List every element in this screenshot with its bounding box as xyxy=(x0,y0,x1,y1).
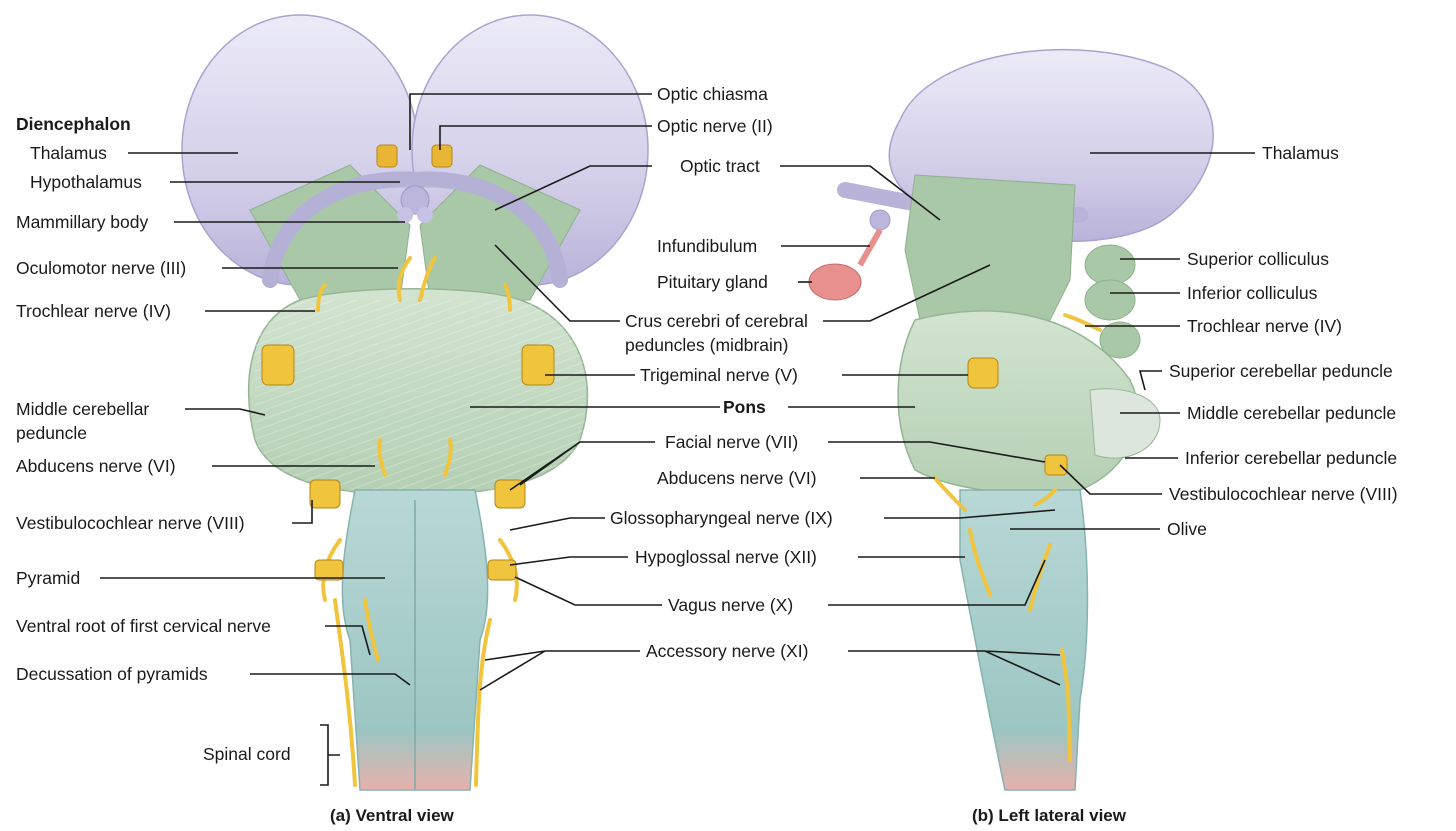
label-pons: Pons xyxy=(723,397,766,417)
label-pituitary-gland: Pituitary gland xyxy=(657,272,768,292)
label-vagus: Vagus nerve (X) xyxy=(668,595,794,615)
ventral-view-drawing xyxy=(181,14,649,791)
label-middle-cerebellar-lateral: Middle cerebellar peduncle xyxy=(1187,403,1397,423)
label-optic-nerve: Optic nerve (II) xyxy=(657,116,773,136)
label-trigeminal-nerve: Trigeminal nerve (V) xyxy=(640,365,798,385)
caption-ventral-view: (a) Ventral view xyxy=(330,806,454,825)
label-olive: Olive xyxy=(1167,519,1207,539)
label-optic-chiasma: Optic chiasma xyxy=(657,84,768,104)
label-infundibulum: Infundibulum xyxy=(657,236,758,256)
label-spinal-cord: Spinal cord xyxy=(203,744,291,764)
label-vestibulocochlear-ventral: Vestibulocochlear nerve (VIII) xyxy=(16,513,245,533)
label-superior-colliculus: Superior colliculus xyxy=(1187,249,1330,269)
label-thalamus-ventral: Thalamus xyxy=(30,143,107,163)
ventral-optic-tract xyxy=(262,171,568,288)
label-hypoglossal: Hypoglossal nerve (XII) xyxy=(635,547,817,567)
label-vestibulocochlear-lateral: Vestibulocochlear nerve (VIII) xyxy=(1169,484,1398,504)
label-accessory: Accessory nerve (XI) xyxy=(646,641,809,661)
label-optic-tract: Optic tract xyxy=(680,156,760,176)
label-abducens-center: Abducens nerve (VI) xyxy=(657,468,817,488)
label-mammillary-body: Mammillary body xyxy=(16,212,149,232)
label-middle-cerebellar-line1: Middle cerebellar xyxy=(16,399,150,419)
label-hypothalamus: Hypothalamus xyxy=(30,172,142,192)
lateral-pituitary xyxy=(808,263,862,301)
label-middle-cerebellar-line2: peduncle xyxy=(16,423,88,443)
label-facial-nerve: Facial nerve (VII) xyxy=(665,432,799,452)
label-inferior-cerebellar: Inferior cerebellar peduncle xyxy=(1185,448,1398,468)
lateral-view-drawing xyxy=(808,48,1214,791)
caption-lateral-view: (b) Left lateral view xyxy=(972,806,1126,825)
label-oculomotor-nerve: Oculomotor nerve (III) xyxy=(16,258,187,278)
label-diencephalon: Diencephalon xyxy=(16,114,131,134)
label-inferior-colliculus: Inferior colliculus xyxy=(1187,283,1318,303)
label-abducens-ventral: Abducens nerve (VI) xyxy=(16,456,176,476)
label-crus-cerebri-line2: peduncles (midbrain) xyxy=(625,335,789,355)
label-trochlear-nerve-ventral: Trochlear nerve (IV) xyxy=(16,301,171,321)
label-glossopharyngeal: Glossopharyngeal nerve (IX) xyxy=(610,508,833,528)
label-superior-cerebellar: Superior cerebellar peduncle xyxy=(1169,361,1393,381)
ventral-crus-right xyxy=(419,164,581,301)
lateral-medulla xyxy=(959,489,1089,791)
label-pyramid: Pyramid xyxy=(16,568,81,588)
label-crus-cerebri-line1: Crus cerebri of cerebral xyxy=(625,311,808,331)
label-thalamus-lateral: Thalamus xyxy=(1262,143,1339,163)
leader-lines xyxy=(100,93,1255,786)
label-decussation: Decussation of pyramids xyxy=(16,664,208,684)
label-ventral-root: Ventral root of first cervical nerve xyxy=(16,616,271,636)
label-trochlear-lateral: Trochlear nerve (IV) xyxy=(1187,316,1342,336)
lateral-midbrain xyxy=(904,174,1076,321)
